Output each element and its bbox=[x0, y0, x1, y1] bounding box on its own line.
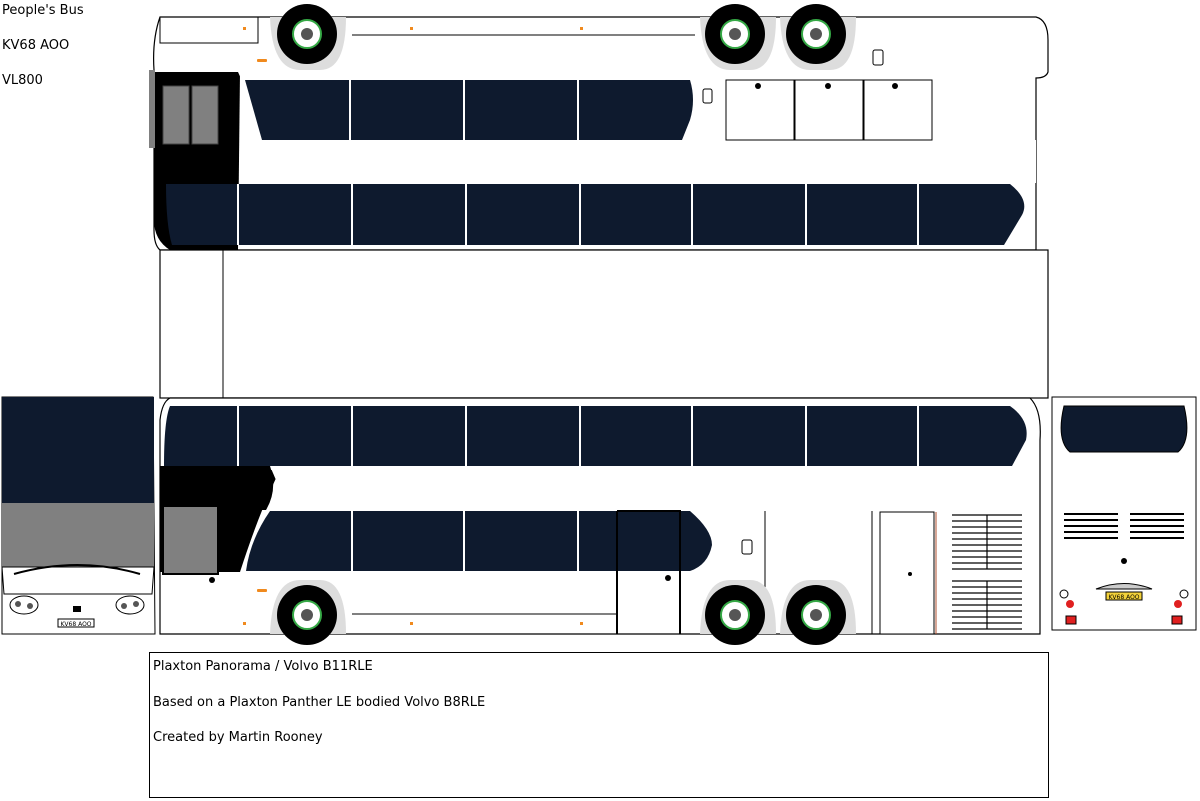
based-on-label: Based on a Plaxton Panther LE bodied Vol… bbox=[153, 695, 486, 710]
wheel bbox=[700, 4, 776, 70]
wheel bbox=[270, 580, 346, 645]
operator-name: People's Bus bbox=[2, 3, 84, 18]
bottom-side-view bbox=[159, 397, 1041, 645]
front-plate-text: KV68 AOO bbox=[60, 621, 91, 628]
wheel bbox=[780, 580, 856, 645]
rear-plate-text: KV68 AOO bbox=[1108, 594, 1139, 601]
info-box: Plaxton Panorama / Volvo B11RLE Based on… bbox=[149, 652, 1049, 798]
wheel bbox=[700, 580, 776, 645]
registration-label: KV68 AOO bbox=[2, 38, 70, 53]
credit-label: Created by Martin Rooney bbox=[153, 730, 323, 745]
rear-view bbox=[1051, 396, 1197, 631]
front-view bbox=[1, 396, 156, 635]
top-side-view bbox=[149, 4, 1049, 251]
wheel bbox=[780, 4, 856, 70]
fleet-number-label: VL800 bbox=[2, 73, 43, 88]
roof-panel bbox=[159, 249, 1049, 399]
wheel bbox=[270, 4, 346, 70]
model-label: Plaxton Panorama / Volvo B11RLE bbox=[153, 659, 373, 674]
